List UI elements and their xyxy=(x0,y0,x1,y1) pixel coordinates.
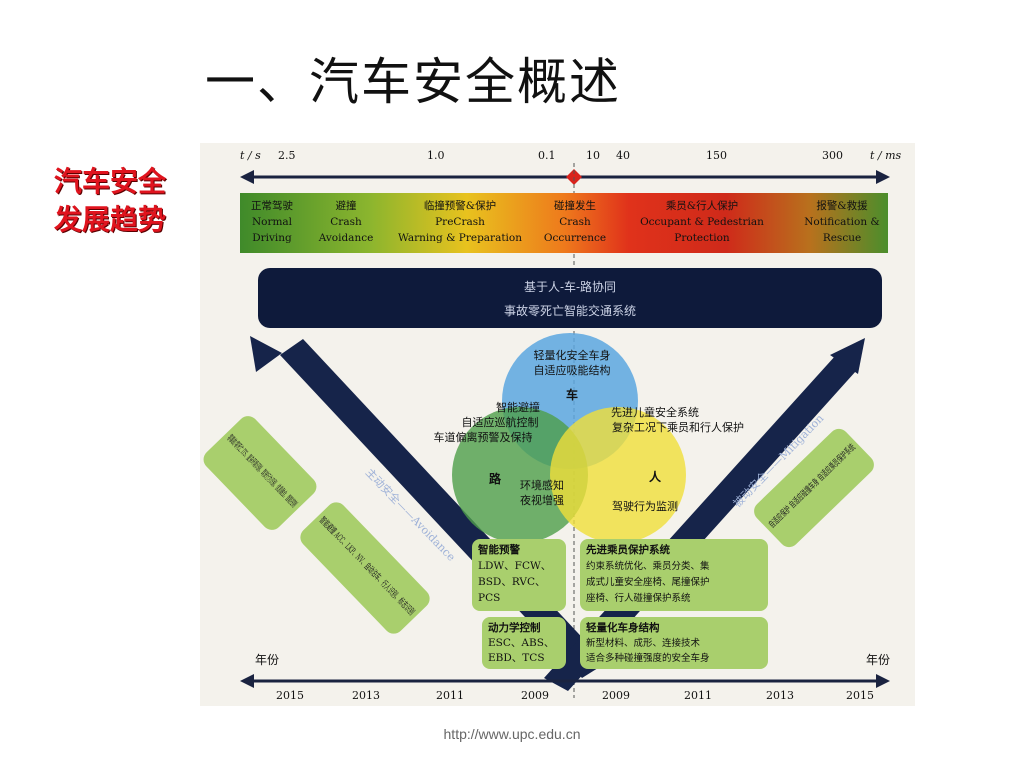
timeline-left-arrowhead xyxy=(240,170,254,184)
phase-3-en2: Warning & Preparation xyxy=(398,232,522,244)
phase-3-cn: 临撞预警&保护 xyxy=(424,199,496,212)
timeline-tick-1-0: 1.0 xyxy=(427,149,445,162)
system-band-line-2: 事故零死亡智能交通系统 xyxy=(504,303,636,318)
year-right-2015: 2015 xyxy=(846,689,874,702)
center-left-bottom-3: EBD、TCS xyxy=(488,652,545,664)
left-mid-box xyxy=(300,502,430,634)
year-axis-right-arrowhead xyxy=(876,674,890,688)
venn-person-circle xyxy=(550,407,686,543)
right-arrowhead xyxy=(830,338,865,374)
center-right-top-3: 成式儿童安全座椅、尾撞保护 xyxy=(586,576,710,588)
safety-trend-diagram: t / s 2.5 1.0 0.1 10 40 150 300 t / ms 正… xyxy=(200,143,915,706)
timeline-tick-10: 10 xyxy=(586,149,600,162)
side-title-line-1: 汽车安全 xyxy=(54,165,167,198)
venn-road-label: 路 xyxy=(489,471,502,486)
venn-car-text-2: 自适应吸能结构 xyxy=(534,363,611,377)
center-right-top-2: 约束系统优化、乘员分类、集 xyxy=(586,560,710,572)
center-left-top-2: LDW、FCW、 xyxy=(478,560,551,572)
year-left-2015: 2015 xyxy=(276,689,304,702)
center-left-top-1: 智能预警 xyxy=(477,543,520,556)
phase-6-en2: Rescue xyxy=(823,232,861,244)
center-left-bottom-1: 动力学控制 xyxy=(488,621,541,634)
footer-url: http://www.upc.edu.cn xyxy=(443,726,581,742)
left-outer-box xyxy=(203,416,317,530)
timeline-tick-300: 300 xyxy=(822,149,843,162)
venn-car-person-2: 复杂工况下乘员和行人保护 xyxy=(612,420,744,434)
center-left-top-3: BSD、RVC、 xyxy=(478,576,545,588)
side-title: 汽车安全 发展趋势 xyxy=(54,163,166,239)
venn-car-road-2: 自适应巡航控制 xyxy=(462,415,539,429)
phase-1-en2: Driving xyxy=(252,232,292,244)
venn-car-person-1: 先进儿童安全系统 xyxy=(611,405,699,419)
phase-2-en1: Crash xyxy=(330,216,362,228)
phase-5-cn: 乘员&行人保护 xyxy=(666,199,738,212)
phase-6-cn: 报警&救援 xyxy=(816,199,868,212)
phase-2-en2: Avoidance xyxy=(318,232,374,244)
timeline-tick-40: 40 xyxy=(616,149,630,162)
venn-person-text: 驾驶行为监测 xyxy=(612,499,678,513)
year-left-2013: 2013 xyxy=(352,689,380,702)
bottom-right-axis-label: 年份 xyxy=(866,653,890,667)
phase-4-en2: Occurrence xyxy=(544,232,606,244)
timeline-left-unit: t / s xyxy=(240,149,261,162)
venn-car-road-1: 智能避撞 xyxy=(496,400,540,414)
year-right-2011: 2011 xyxy=(684,689,712,702)
center-right-bottom-2: 新型材料、成形、连接技术 xyxy=(586,637,701,649)
phase-4-cn: 碰撞发生 xyxy=(554,199,596,212)
left-arrowhead xyxy=(250,336,282,372)
diagram-canvas: t / s 2.5 1.0 0.1 10 40 150 300 t / ms 正… xyxy=(203,149,902,702)
system-band xyxy=(258,268,882,328)
venn-car-text-1: 轻量化安全车身 xyxy=(534,348,611,362)
center-left-bottom-box xyxy=(482,617,566,669)
side-title-line-2: 发展趋势 xyxy=(54,203,167,236)
phase-5-en1: Occupant & Pedestrian xyxy=(640,216,764,228)
phase-2-cn: 避撞 xyxy=(336,199,357,212)
right-outer-box xyxy=(754,428,874,548)
center-right-bottom-1: 轻量化车身结构 xyxy=(586,621,660,634)
venn-road-text-1: 环境感知 xyxy=(520,478,564,492)
center-right-top-1: 先进乘员保护系统 xyxy=(586,543,670,556)
center-right-bottom-box xyxy=(580,617,768,669)
center-right-top-box xyxy=(580,539,768,611)
phase-6-en1: Notification & xyxy=(804,216,880,228)
page-title: 一、汽车安全概述 xyxy=(205,53,621,111)
venn-road-circle xyxy=(452,407,588,543)
timeline-right-unit: t / ms xyxy=(870,149,902,162)
phase-5-en2: Protection xyxy=(674,232,730,244)
venn-car-road-3: 车道偏离预警及保持 xyxy=(434,430,533,444)
venn-car-label: 车 xyxy=(566,387,578,402)
timeline-right-arrowhead xyxy=(876,170,890,184)
center-left-top-box xyxy=(472,539,566,611)
phase-1-cn: 正常驾驶 xyxy=(251,199,293,212)
phase-3-en1: PreCrash xyxy=(435,216,485,228)
center-left-bottom-2: ESC、ABS、 xyxy=(488,637,554,649)
system-band-line-1: 基于人-车-路协同 xyxy=(524,279,616,294)
center-right-bottom-3: 适合多种碰撞强度的安全车身 xyxy=(586,652,710,664)
phase-1-en1: Normal xyxy=(252,216,293,228)
phase-band xyxy=(240,193,888,253)
year-right-2013: 2013 xyxy=(766,689,794,702)
year-left-2009: 2009 xyxy=(521,689,549,702)
center-left-top-4: PCS xyxy=(478,592,500,604)
venn-road-text-2: 夜视增强 xyxy=(520,493,564,507)
timeline-tick-2-5: 2.5 xyxy=(278,149,296,162)
timeline-tick-150: 150 xyxy=(706,149,727,162)
bottom-left-axis-label: 年份 xyxy=(255,653,279,667)
year-axis-left-arrowhead xyxy=(240,674,254,688)
center-right-top-4: 座椅、行人碰撞保护系统 xyxy=(586,592,691,604)
venn-person-label: 人 xyxy=(649,469,662,484)
timeline-tick-0-1: 0.1 xyxy=(538,149,556,162)
year-right-2009: 2009 xyxy=(602,689,630,702)
year-left-2011: 2011 xyxy=(436,689,464,702)
phase-4-en1: Crash xyxy=(559,216,591,228)
